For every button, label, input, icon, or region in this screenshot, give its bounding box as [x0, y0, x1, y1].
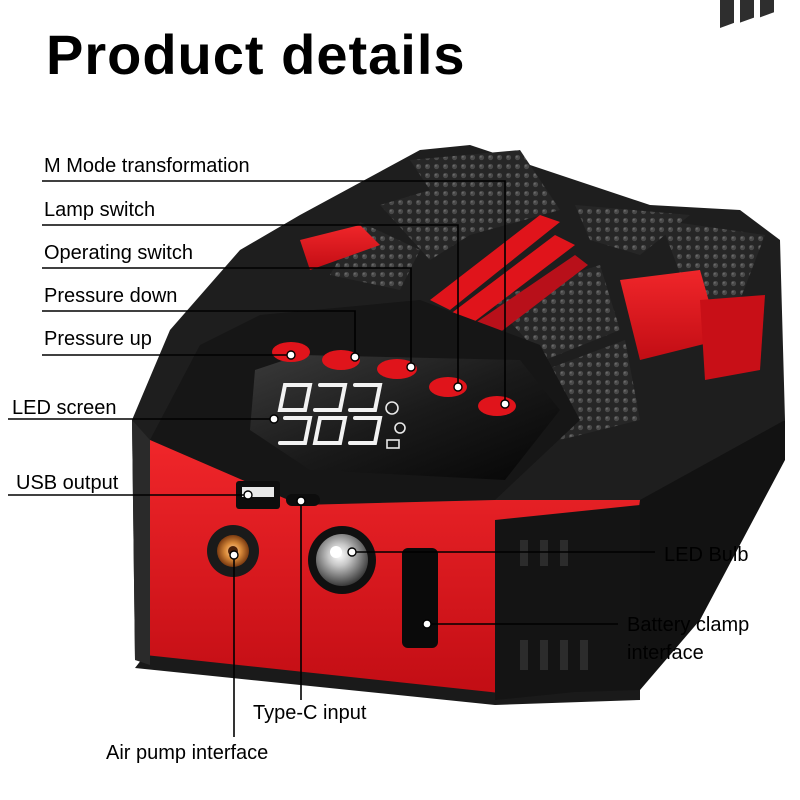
label-led-screen: LED screen [12, 397, 117, 419]
leader-lamp-switch [42, 224, 459, 387]
leader-operating-switch [42, 267, 412, 367]
label-usb-output: USB output [16, 472, 119, 494]
leader-pressure-down [42, 310, 356, 357]
label-m-mode: M Mode transformation [44, 155, 250, 177]
label-battery-clamp-line2: interface [627, 642, 704, 664]
callout-lines [8, 180, 655, 737]
label-air-pump: Air pump interface [106, 742, 269, 764]
label-battery-clamp-line1: Battery clamp [627, 614, 750, 636]
leader-m-mode [42, 180, 506, 404]
bottom-vents [520, 540, 588, 670]
callout-dots [229, 350, 510, 629]
label-pressure-up: Pressure up [44, 328, 152, 350]
label-lamp-switch: Lamp switch [44, 199, 156, 221]
top-buttons [272, 342, 516, 416]
label-pressure-down: Pressure down [44, 285, 178, 307]
page-title: Product details [46, 23, 466, 86]
screen-icons [385, 401, 406, 449]
label-led-bulb: LED Bulb [664, 544, 749, 566]
led-digits [277, 383, 383, 445]
label-operating-switch: Operating switch [44, 242, 193, 264]
battery-clamp-port-icon [402, 548, 438, 648]
side-ribs [720, 0, 774, 28]
label-type-c: Type-C input [253, 702, 367, 724]
device-body [132, 0, 785, 705]
